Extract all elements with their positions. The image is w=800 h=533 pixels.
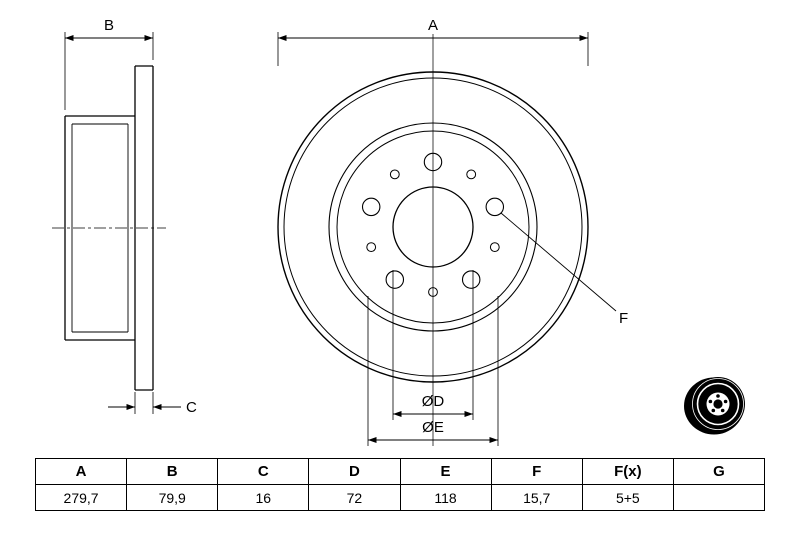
thumbnail-center-bore [713, 399, 723, 409]
small-hole [489, 242, 500, 253]
dimension-a: A [277, 17, 589, 66]
dimension-b-extension-lines [64, 32, 154, 110]
value-b: 79,9 [126, 484, 219, 511]
bolt-hole [361, 197, 381, 217]
header-e: E [399, 458, 492, 485]
dimension-c-extension-lines [134, 392, 154, 414]
bolt-hole [385, 270, 405, 289]
side-view-hat-inner-wall [71, 123, 129, 333]
front-view [277, 34, 589, 446]
thumbnail-bolt-hole [720, 408, 725, 413]
header-c: C [217, 458, 310, 485]
value-c: 16 [217, 484, 310, 511]
leader-f: F [500, 212, 628, 327]
header-a: A [34, 458, 128, 485]
dimension-d: ØD [392, 270, 474, 420]
header-f: F [490, 458, 583, 485]
value-fx: 5+5 [581, 484, 674, 511]
dimension-e: ØE [367, 296, 499, 446]
value-a: 279,7 [34, 484, 128, 511]
header-b: B [126, 458, 219, 485]
value-e: 118 [399, 484, 492, 511]
bolt-hole [461, 270, 481, 289]
dimension-table-value-row: 279,7 79,9 16 72 118 15,7 5+5 [34, 484, 766, 511]
leader-f-line [500, 212, 617, 312]
value-g [672, 484, 766, 511]
thumbnail-bolt-holes [708, 394, 728, 413]
value-f: 15,7 [490, 484, 583, 511]
side-view [52, 65, 166, 391]
brake-disc-drawing: A B C ØD ØE F [52, 17, 745, 446]
thumbnail-bolt-hole [708, 399, 713, 404]
small-hole [389, 169, 400, 180]
dimension-e-extension-lines [367, 296, 499, 446]
dimension-b-label: B [104, 17, 114, 34]
dimension-d-label: ØD [422, 393, 445, 410]
dimension-b: B [64, 17, 154, 110]
header-d: D [308, 458, 401, 485]
header-g: G [672, 458, 766, 485]
thumbnail-bolt-hole [723, 399, 728, 404]
dimension-table-header-row: A B C D E F F(x) G [34, 458, 766, 485]
dimension-table: A B C D E F F(x) G 279,7 79,9 16 72 118 … [34, 458, 766, 511]
thumbnail-friction-ring [696, 382, 740, 426]
bolt-hole [485, 197, 505, 217]
side-view-hat-outline [64, 115, 135, 341]
value-d: 72 [308, 484, 401, 511]
small-hole [466, 169, 477, 180]
thumbnail-bolt-hole [711, 408, 716, 413]
small-hole [366, 242, 377, 253]
product-thumbnail [684, 377, 745, 435]
dimension-c-label: C [186, 399, 197, 416]
header-fx: F(x) [581, 458, 674, 485]
dimension-c: C [108, 392, 197, 416]
dimension-e-label: ØE [422, 419, 444, 436]
dimension-a-label: A [428, 17, 438, 34]
dimension-d-extension-lines [392, 270, 474, 420]
thumbnail-rim-highlight [692, 378, 744, 430]
leader-f-label: F [619, 310, 628, 327]
thumbnail-bolt-hole [716, 394, 720, 398]
